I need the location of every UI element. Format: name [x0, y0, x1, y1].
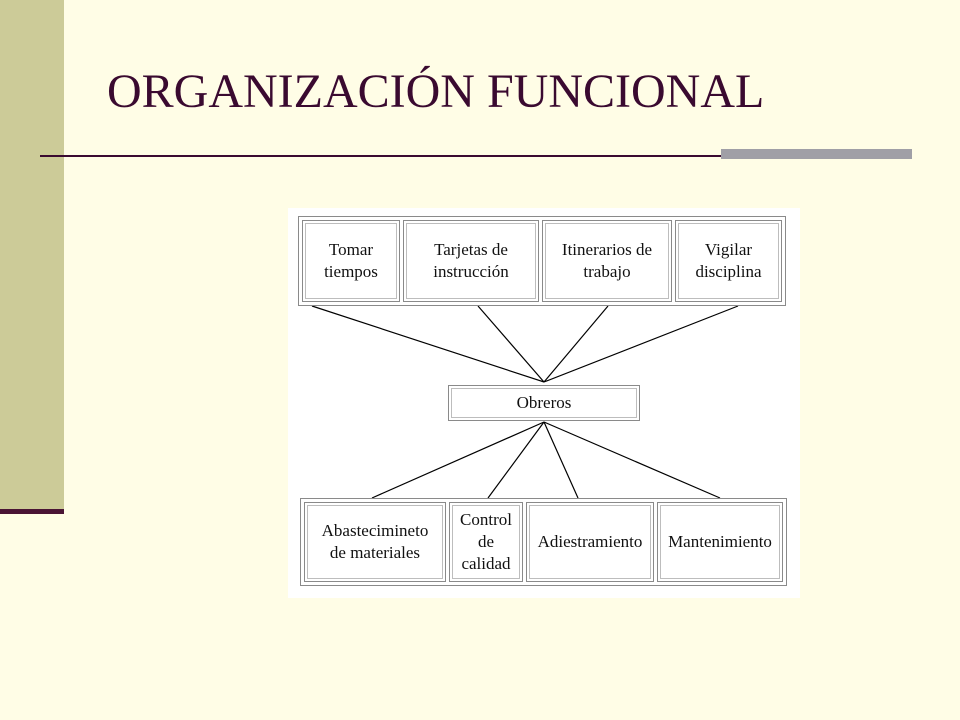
box-abastecimiento-materiales: Abastecimineto de materiales: [304, 502, 446, 582]
title-underline: [40, 155, 912, 157]
box-itinerarios-trabajo: Itinerarios de trabajo: [542, 220, 672, 302]
left-accent-bar-base: [0, 509, 64, 514]
connector-bottom-3: [543, 421, 579, 499]
connector-top-1: [311, 305, 545, 383]
connector-bottom-4: [543, 421, 721, 499]
title-underline-accent: [721, 149, 912, 159]
connector-top-3: [543, 305, 609, 383]
top-group-frame: [298, 216, 786, 306]
connector-bottom-2: [487, 421, 545, 499]
connector-top-4: [543, 305, 739, 383]
bottom-group-frame: [300, 498, 787, 586]
connector-bottom-1: [371, 421, 545, 499]
box-tarjetas-instruccion: Tarjetas de instrucción: [403, 220, 539, 302]
box-adiestramiento: Adiestramiento: [526, 502, 654, 582]
box-control-calidad: Control de calidad: [449, 502, 523, 582]
connector-top-2: [477, 305, 545, 383]
left-accent-bar: [0, 0, 64, 510]
box-mantenimiento: Mantenimiento: [657, 502, 783, 582]
connector-lines: [311, 305, 739, 499]
box-vigilar-disciplina: Vigilar disciplina: [675, 220, 782, 302]
box-obreros: Obreros: [448, 385, 640, 421]
slide-title: ORGANIZACIÓN FUNCIONAL: [107, 65, 765, 118]
org-chart: Tomar tiempos Tarjetas de instrucción It…: [288, 208, 800, 598]
box-tomar-tiempos: Tomar tiempos: [302, 220, 400, 302]
